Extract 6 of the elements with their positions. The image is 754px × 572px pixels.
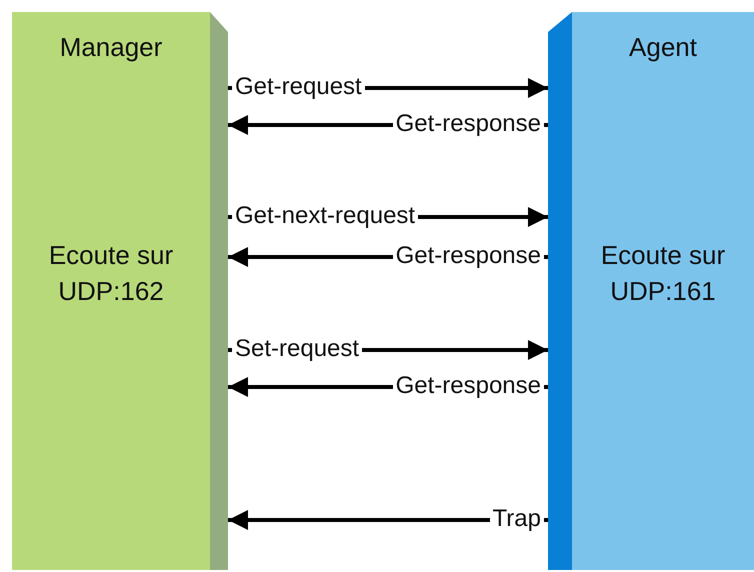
lane-title: Agent (628, 32, 698, 63)
lane-description: Ecoute sur UDP:162 (48, 239, 174, 308)
lane-box (548, 12, 754, 570)
lane-title: Manager (58, 32, 164, 63)
lane-description: Ecoute sur UDP:161 (600, 239, 726, 308)
lane-box (12, 12, 228, 570)
